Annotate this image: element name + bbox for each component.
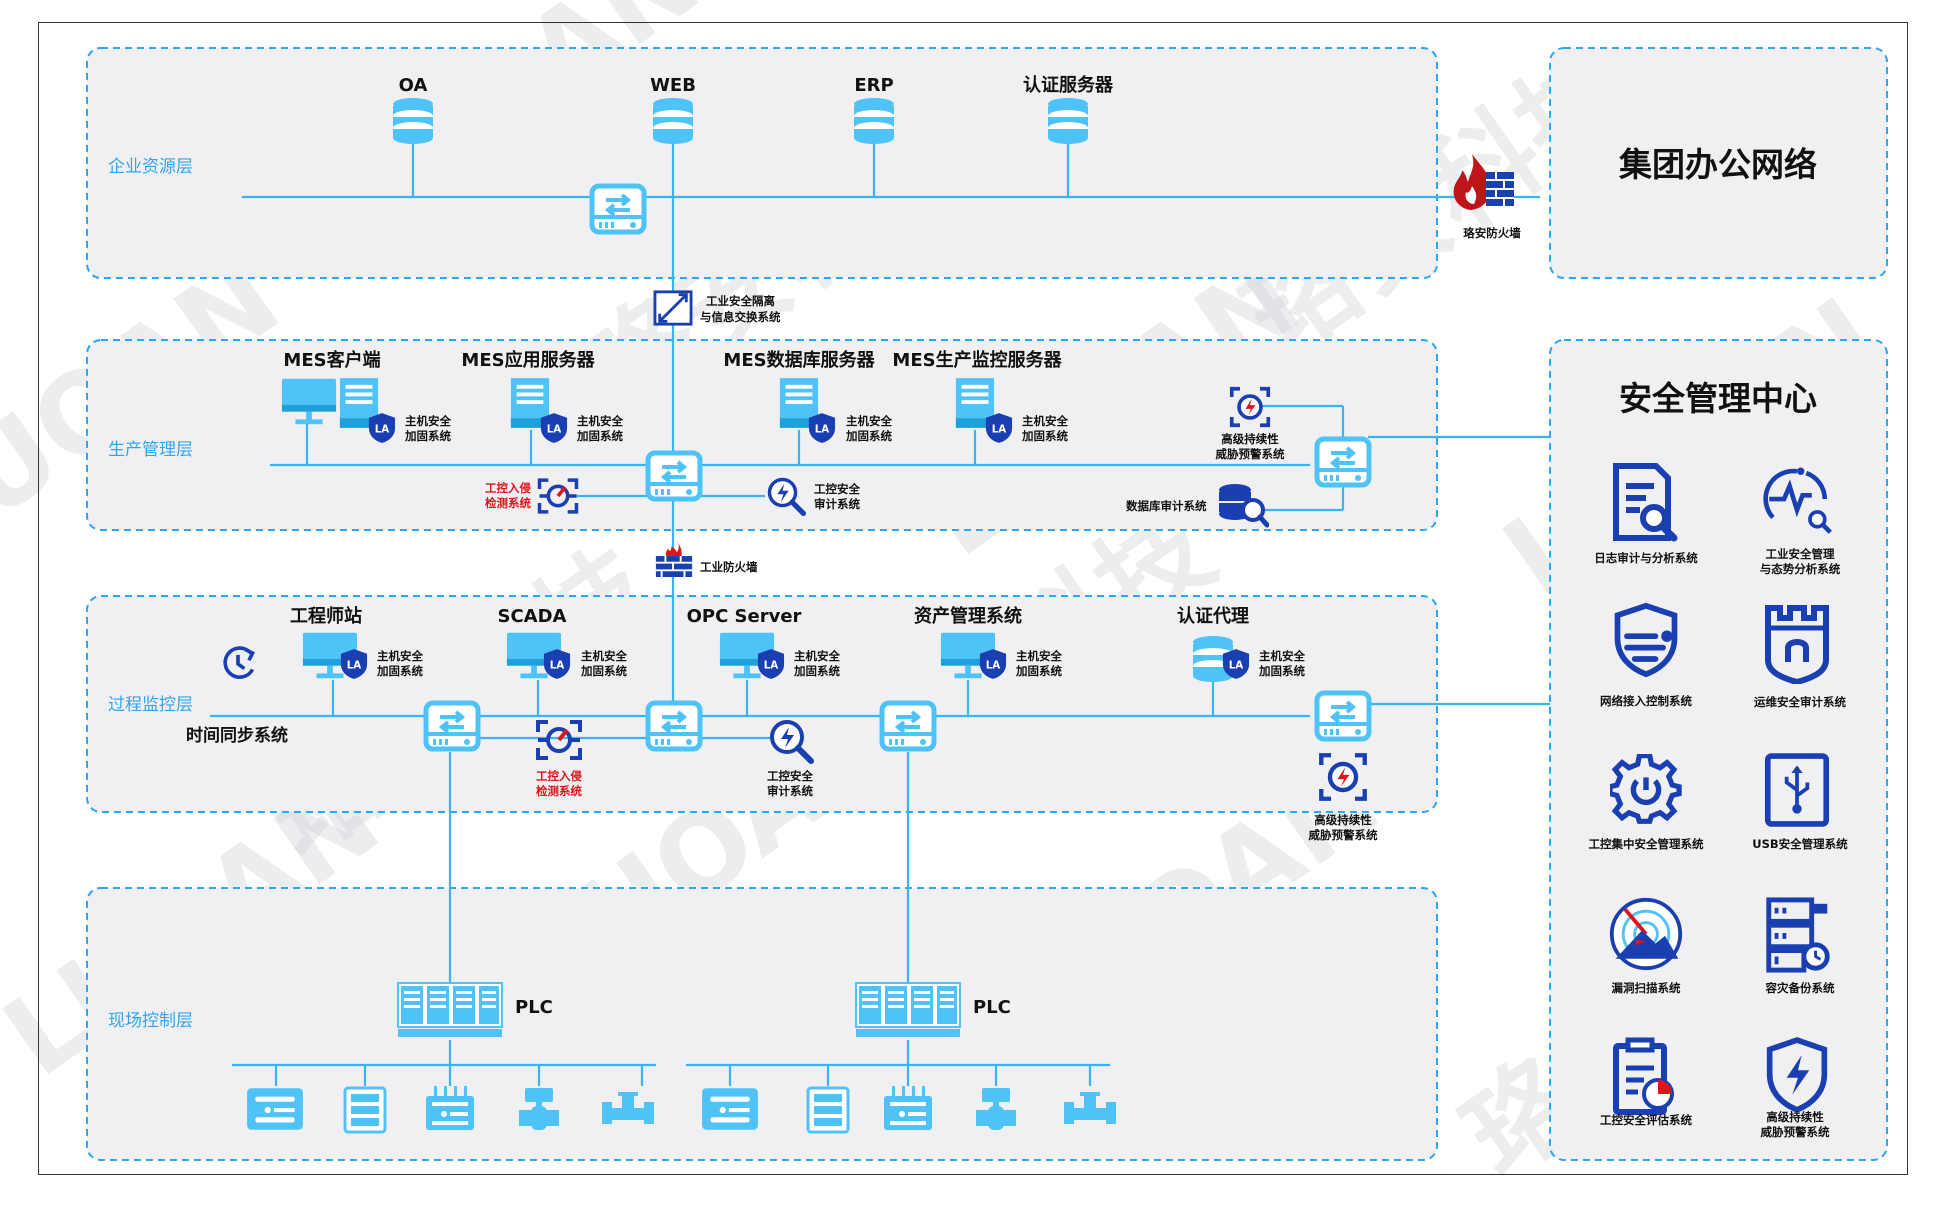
security-item-label: 高级持续性 <box>1766 1110 1824 1124</box>
layer-label-enterprise: 企业资源层 <box>108 157 193 177</box>
opc-server-label: OPC Server <box>687 606 802 627</box>
host-hardening-label-1: 主机安全 <box>377 649 423 663</box>
plc-label: PLC <box>515 997 553 1018</box>
host-hardening-label-2: 加固系统 <box>404 429 451 443</box>
group-office-title: 集团办公网络 <box>1618 145 1817 184</box>
time-sync-label: 时间同步系统 <box>186 725 288 746</box>
zone-process <box>86 595 1438 813</box>
security-item-label: 工业安全管理 <box>1766 547 1835 561</box>
isolation-label-2: 与信息交换系统 <box>700 310 781 324</box>
engineer-station-label: 工程师站 <box>290 605 362 627</box>
luoan-firewall-label: 珞安防火墙 <box>1463 226 1521 240</box>
ics-audit-label-1: 工控安全 <box>814 482 860 496</box>
host-hardening-label-1: 主机安全 <box>1259 649 1305 663</box>
scada-label: SCADA <box>498 606 567 627</box>
mes-monitor-label: MES生产监控服务器 <box>892 349 1062 371</box>
layer-label-process: 过程监控层 <box>108 695 193 715</box>
host-hardening-label-2: 加固系统 <box>376 664 423 678</box>
security-item-label: USB安全管理系统 <box>1752 837 1848 851</box>
security-item-label: 工控集中安全管理系统 <box>1589 837 1704 851</box>
ids-label-1: 工控入侵 <box>485 481 531 495</box>
ics-audit-label-2: 审计系统 <box>767 784 813 798</box>
web-label: WEB <box>650 75 696 96</box>
industrial-firewall-label: 工业防火墙 <box>700 560 758 574</box>
host-hardening-label-2: 加固系统 <box>576 429 623 443</box>
security-item-label: 威胁预警系统 <box>1761 1125 1830 1139</box>
host-hardening-label-2: 加固系统 <box>1021 429 1068 443</box>
ids-label-2: 检测系统 <box>536 784 582 798</box>
security-item-label: 容灾备份系统 <box>1765 981 1835 995</box>
security-item-label: 漏洞扫描系统 <box>1612 981 1681 995</box>
db-audit-label: 数据库审计系统 <box>1126 499 1207 513</box>
host-hardening-label-1: 主机安全 <box>794 649 840 663</box>
security-center-title: 安全管理中心 <box>1619 379 1817 418</box>
apt-label-1: 高级持续性 <box>1221 432 1279 446</box>
ids-label-1: 工控入侵 <box>536 769 582 783</box>
host-hardening-label-1: 主机安全 <box>846 414 892 428</box>
asset-mgmt-label: 资产管理系统 <box>914 605 1022 627</box>
auth-server-label: 认证服务器 <box>1023 74 1114 96</box>
erp-label: ERP <box>854 75 893 96</box>
apt-label-2: 威胁预警系统 <box>1309 828 1378 842</box>
host-hardening-label-2: 加固系统 <box>1258 664 1305 678</box>
apt-label-1: 高级持续性 <box>1314 813 1372 827</box>
plc-label: PLC <box>973 997 1011 1018</box>
security-item-label: 与态势分析系统 <box>1760 562 1841 576</box>
ids-label-2: 检测系统 <box>485 496 531 510</box>
diagram-frame <box>38 22 1908 1175</box>
host-hardening-label-1: 主机安全 <box>581 649 627 663</box>
layer-label-field: 现场控制层 <box>108 1011 193 1031</box>
host-hardening-label-1: 主机安全 <box>1022 414 1068 428</box>
security-item-label: 运维安全审计系统 <box>1754 695 1846 709</box>
host-hardening-label-2: 加固系统 <box>793 664 840 678</box>
oa-label: OA <box>399 75 428 96</box>
host-hardening-label-1: 主机安全 <box>405 414 451 428</box>
security-item-label: 日志审计与分析系统 <box>1594 551 1698 565</box>
host-hardening-label-1: 主机安全 <box>1016 649 1062 663</box>
mes-client-label: MES客户端 <box>283 349 380 371</box>
host-hardening-label-2: 加固系统 <box>1015 664 1062 678</box>
security-item-label: 工控安全评估系统 <box>1600 1113 1692 1127</box>
isolation-label-1: 工业安全隔离 <box>706 294 775 308</box>
security-item-label: 网络接入控制系统 <box>1600 694 1692 708</box>
ics-audit-label-1: 工控安全 <box>767 769 813 783</box>
host-hardening-label-2: 加固系统 <box>580 664 627 678</box>
mes-app-label: MES应用服务器 <box>461 349 595 371</box>
ics-audit-label-2: 审计系统 <box>814 497 860 511</box>
zone-production <box>86 339 1438 531</box>
auth-proxy-label: 认证代理 <box>1177 605 1249 627</box>
apt-label-2: 威胁预警系统 <box>1216 447 1285 461</box>
host-hardening-label-2: 加固系统 <box>845 429 892 443</box>
mes-db-label: MES数据库服务器 <box>723 349 875 371</box>
link-layer <box>210 140 1550 1086</box>
zone-group-office <box>1549 47 1888 279</box>
layer-label-production: 生产管理层 <box>108 440 193 460</box>
host-hardening-label-1: 主机安全 <box>577 414 623 428</box>
